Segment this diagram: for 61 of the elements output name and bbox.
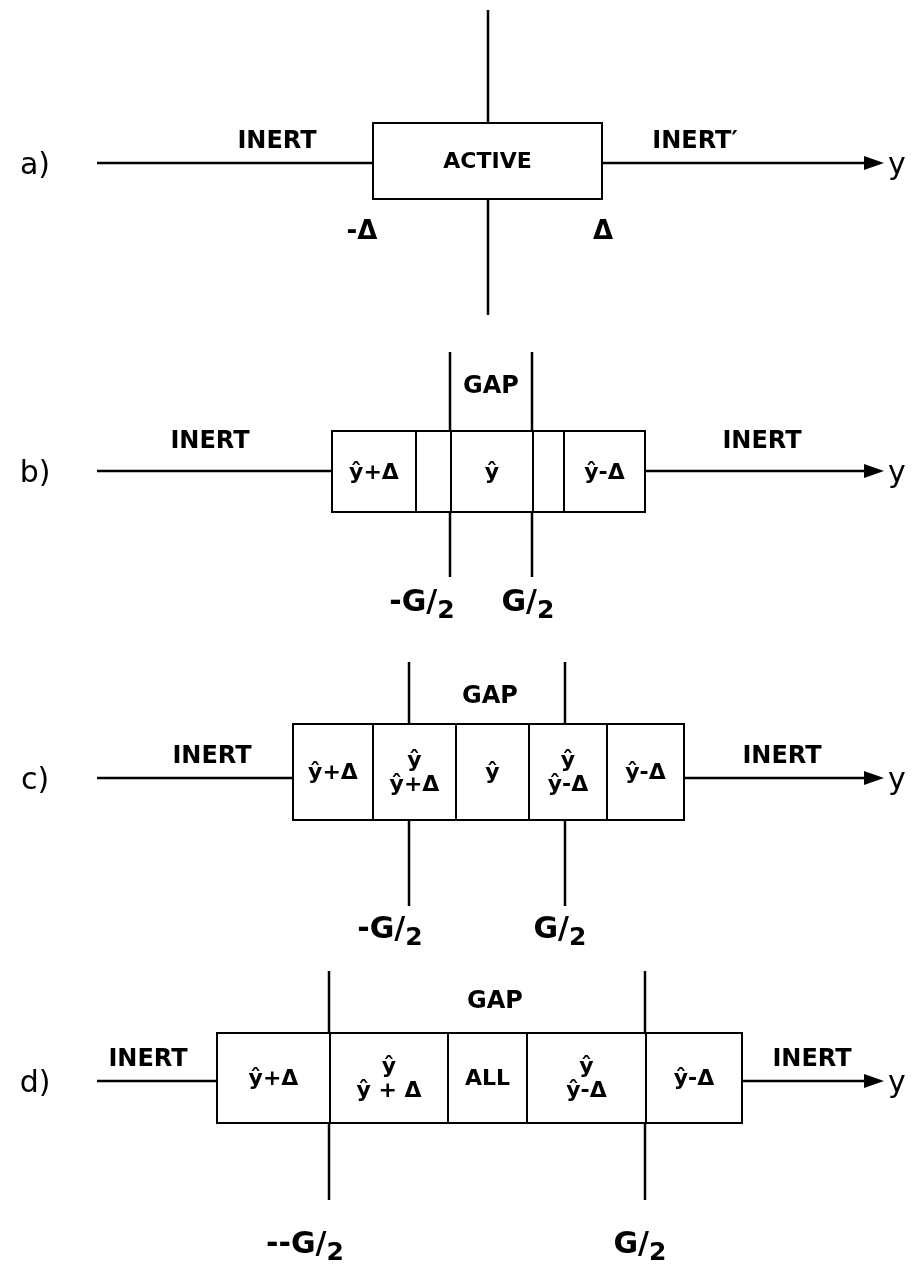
region-label: INERT: [172, 741, 252, 769]
axis-label: y: [888, 1063, 906, 1099]
region-label: ŷ-Δ: [625, 760, 666, 784]
axis-label: y: [888, 453, 906, 489]
position-label: G/$_{2}$: [501, 582, 555, 624]
region-label: INERT: [742, 741, 822, 769]
region-cell: [292, 723, 374, 821]
region-cell: [372, 723, 457, 821]
region-cell: [455, 723, 530, 821]
region-label: INERT: [170, 426, 250, 454]
region-cell: [450, 430, 534, 513]
region-label: ŷ-Δ: [584, 459, 625, 484]
gap-label: GAP: [462, 681, 518, 709]
position-label: --G/$_{2}$: [266, 1224, 344, 1266]
region-label: INERT: [108, 1044, 188, 1072]
position-label: G/$_{2}$: [613, 1224, 667, 1266]
region-label: ŷ+Δ: [248, 1066, 299, 1090]
region-label: ŷ: [579, 1054, 594, 1078]
position-label: -G/$_{2}$: [357, 909, 423, 951]
panel-letter: a): [19, 145, 51, 181]
position-label: -G/$_{2}$: [389, 582, 455, 624]
axis-label: y: [888, 145, 906, 181]
region-cell: [528, 723, 608, 821]
panel-letter: d): [19, 1063, 51, 1099]
region-label: ALL: [464, 1066, 511, 1090]
region-label: ŷ: [560, 748, 576, 772]
region-label: INERT: [722, 426, 802, 454]
region-cell: [331, 430, 417, 513]
region-label: ŷ: [485, 760, 500, 784]
empty-cell: [415, 430, 452, 513]
region-label: ŷ-Δ: [547, 772, 589, 796]
region-cell: [563, 430, 646, 513]
region-label: ŷ: [484, 459, 500, 484]
region-label: ŷ+Δ: [308, 760, 358, 784]
gap-label: GAP: [463, 371, 519, 399]
empty-cell: [532, 430, 565, 513]
region-label: ŷ: [407, 748, 422, 772]
region-label: ŷ + Δ: [356, 1078, 422, 1102]
region-label: ŷ-Δ: [566, 1078, 607, 1102]
region-cell: [447, 1032, 528, 1124]
region-label: ŷ+Δ: [349, 459, 399, 484]
region-label: INERT: [772, 1044, 852, 1072]
region-label: ACTIVE: [443, 149, 532, 173]
region-label: ŷ-Δ: [673, 1066, 715, 1090]
region-cell: [329, 1032, 449, 1124]
region-cell: [645, 1032, 743, 1124]
region-label: INERT′: [652, 126, 738, 154]
region-cell: [372, 122, 603, 200]
region-label: ŷ+Δ: [389, 772, 440, 796]
region-cell: [216, 1032, 331, 1124]
region-cell: [606, 723, 685, 821]
position-label: G/$_{2}$: [533, 909, 587, 951]
position-label: -Δ: [346, 215, 378, 245]
axis-label: y: [888, 760, 906, 796]
panel-letter: b): [19, 453, 51, 489]
region-cell: [526, 1032, 647, 1124]
region-label: ŷ: [381, 1054, 397, 1078]
gap-label: GAP: [467, 986, 523, 1014]
region-label: INERT: [237, 126, 317, 154]
panel-letter: c): [20, 760, 50, 796]
position-label: Δ: [592, 215, 614, 245]
